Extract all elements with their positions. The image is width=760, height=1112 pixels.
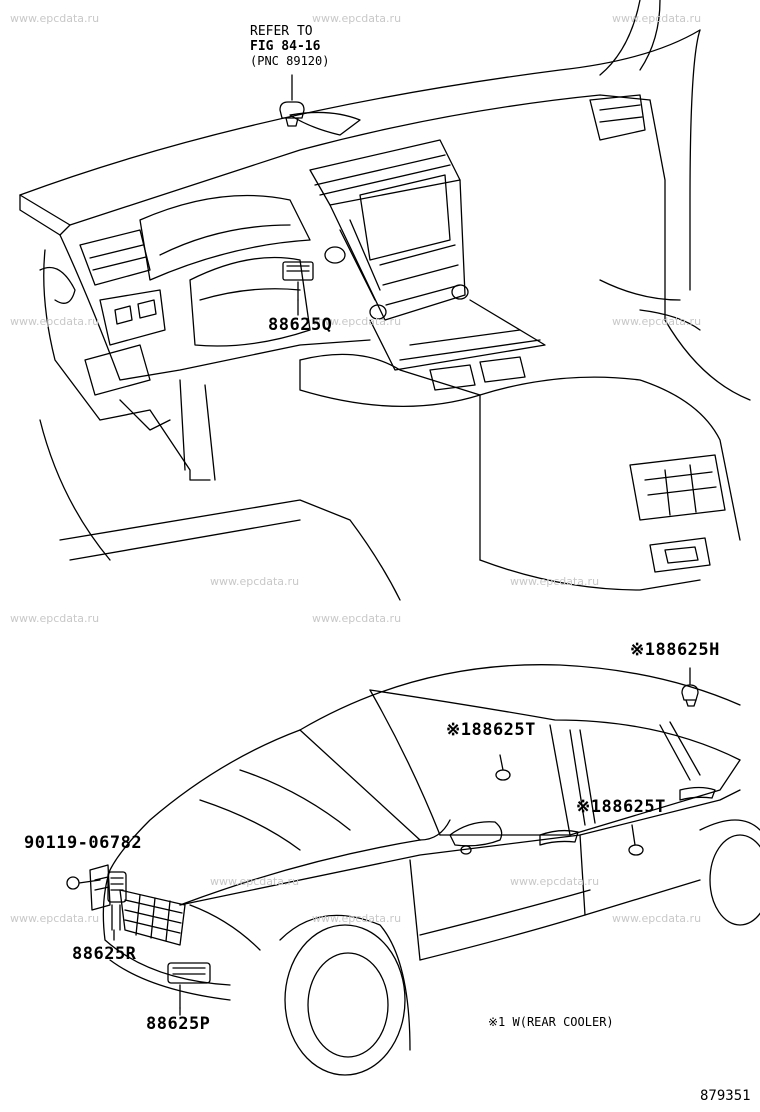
part-label-88625t-upper[interactable]: ※188625T <box>446 720 536 740</box>
part-label-90119-06782[interactable]: 90119-06782 <box>24 833 143 853</box>
part-label-88625q[interactable]: 88625Q <box>268 315 333 335</box>
footnote: ※1 W(REAR COOLER) <box>488 1015 614 1029</box>
car-exterior-drawing <box>66 299 760 1076</box>
watermark-text: www.epcdata.ru <box>612 912 702 925</box>
dashboard-interior-drawing <box>19 0 751 601</box>
watermark-text: www.epcdata.ru <box>10 12 100 25</box>
watermark-text: www.epcdata.ru <box>312 315 402 328</box>
watermark-text: www.epcdata.ru <box>210 575 300 588</box>
watermark-text: www.epcdata.ru <box>210 875 300 888</box>
watermark-text: www.epcdata.ru <box>312 612 402 625</box>
watermark-text: www.epcdata.ru <box>312 12 402 25</box>
part-label-88625h[interactable]: ※188625H <box>630 640 720 660</box>
diagram-code: 879351 <box>700 1088 751 1104</box>
refer-note: REFER TO FIG 84-16 (PNC 89120) <box>250 24 329 69</box>
refer-line-1: REFER TO <box>250 24 313 39</box>
watermark-text: www.epcdata.ru <box>10 912 100 925</box>
part-label-88625r[interactable]: 88625R <box>72 944 137 964</box>
refer-line-2: FIG 84-16 <box>250 39 321 54</box>
part-label-88625p[interactable]: 88625P <box>146 1014 211 1034</box>
watermark-text: www.epcdata.ru <box>10 612 100 625</box>
part-label-88625t-lower[interactable]: ※188625T <box>576 797 666 817</box>
watermark-text: www.epcdata.ru <box>510 875 600 888</box>
watermark-text: www.epcdata.ru <box>612 12 702 25</box>
refer-line-3: (PNC 89120) <box>250 54 330 68</box>
watermark-text: www.epcdata.ru <box>612 315 702 328</box>
watermark-text: www.epcdata.ru <box>312 912 402 925</box>
watermark-text: www.epcdata.ru <box>10 315 100 328</box>
watermark-text: www.epcdata.ru <box>510 575 600 588</box>
